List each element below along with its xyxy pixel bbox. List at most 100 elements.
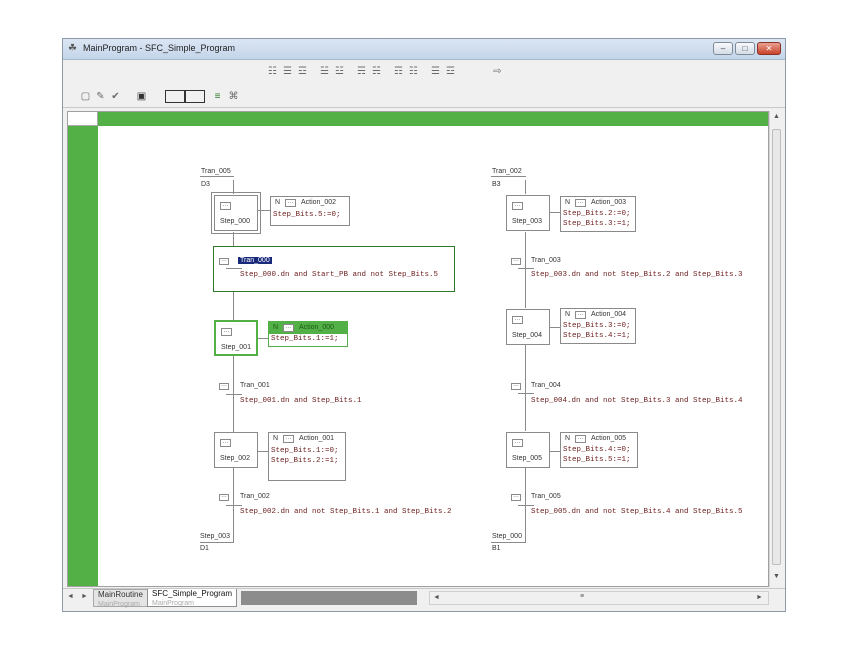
tab-overflow-area — [241, 591, 417, 605]
new-step-icon[interactable]: ☷ — [268, 66, 277, 77]
step-000[interactable]: … Step_000 — [211, 192, 261, 234]
simultaneous-branch-icon[interactable]: ☴ — [357, 66, 366, 77]
step-transition-icon[interactable]: ☰ — [283, 66, 292, 77]
step-005[interactable]: … Step_005 — [506, 432, 550, 468]
action-qualifier: N — [565, 311, 571, 318]
tag-icon[interactable]: ≡ — [214, 91, 221, 102]
step-expand-icon[interactable]: … — [220, 439, 231, 447]
transition-expand-icon[interactable]: … — [511, 493, 521, 501]
action-000[interactable]: N … Action_000 Step_Bits.1:=1; — [268, 321, 348, 347]
transition-expression[interactable]: Step_003.dn and not Step_Bits.2 and Step… — [531, 271, 743, 279]
tab-sublabel: MainProgram — [152, 600, 195, 607]
transition-name[interactable]: Tran_002 — [240, 493, 270, 500]
transition-selection-frame — [213, 246, 455, 292]
step-expand-icon[interactable]: … — [221, 328, 232, 336]
transition-expression[interactable]: Step_002.dn and not Step_Bits.1 and Step… — [240, 508, 452, 516]
sfc-element-toolbar: ☷ ☰ ☲ ☱ ☳ ☴ ☵ ☶ ☷ ☰ ☲ ⇨ — [63, 60, 785, 84]
action-statement: Step_Bits.3:=1; — [563, 220, 631, 228]
action-icon[interactable]: ☰ — [431, 66, 440, 77]
tab-sfc-simple-program[interactable]: SFC_Simple_Program MainProgram — [147, 589, 238, 607]
transition-icon[interactable]: ☲ — [298, 66, 307, 77]
action-qualifier: N — [273, 324, 279, 331]
action-statement: Step_Bits.5:=0; — [273, 211, 341, 219]
selection-branch-icon[interactable]: ☱ — [320, 66, 329, 77]
step-expand-icon[interactable]: … — [512, 316, 523, 324]
transition-name[interactable]: Tran_001 — [240, 382, 270, 389]
step-name: Step_002 — [220, 455, 250, 462]
minimize-button[interactable]: – — [713, 42, 733, 55]
new-sel-branch-icon[interactable]: ☳ — [335, 66, 344, 77]
transition-name[interactable]: Tran_004 — [531, 382, 561, 389]
step-expand-icon[interactable]: … — [512, 202, 523, 210]
accept-edits-icon[interactable]: ✔ — [111, 91, 120, 102]
wire — [525, 180, 526, 194]
stop-icon[interactable]: ☶ — [394, 66, 403, 77]
transition-expand-icon[interactable]: … — [511, 257, 521, 265]
action-expand-icon[interactable]: … — [285, 199, 296, 207]
close-button[interactable]: ✕ — [757, 42, 781, 55]
scroll-grip-icon[interactable]: ≡ — [580, 593, 585, 600]
transition-expression[interactable]: Step_004.dn and not Step_Bits.3 and Step… — [531, 397, 743, 405]
step-name: Step_000 — [220, 218, 250, 225]
edit-icon[interactable]: ✎ — [96, 91, 105, 102]
text-box-icon[interactable]: ☲ — [446, 66, 455, 77]
transition-name[interactable]: Tran_000 — [238, 257, 272, 264]
tab-right-icon[interactable]: ► — [81, 593, 88, 600]
start-wire-ref: D3 — [201, 181, 210, 188]
action-003[interactable]: N … Action_003 Step_Bits.2:=0; Step_Bits… — [560, 196, 636, 232]
wire — [226, 394, 242, 395]
start-wire-ref: B3 — [492, 181, 501, 188]
step-expand-icon[interactable]: … — [512, 439, 523, 447]
end-wire-ref: D1 — [200, 545, 209, 552]
transition-expand-icon[interactable]: … — [219, 257, 229, 265]
action-005[interactable]: N … Action_005 Step_Bits.4:=0; Step_Bits… — [560, 432, 638, 468]
verify-icon[interactable]: ▢ — [80, 91, 91, 102]
transition-name[interactable]: Tran_005 — [531, 493, 561, 500]
new-sim-branch-icon[interactable]: ☵ — [372, 66, 381, 77]
scroll-right-icon[interactable]: ► — [756, 594, 763, 601]
scroll-up-icon[interactable]: ▲ — [773, 113, 780, 120]
step-expand-icon[interactable]: … — [220, 202, 231, 210]
action-expand-icon[interactable]: … — [575, 199, 586, 207]
wire — [518, 268, 534, 269]
transition-expression[interactable]: Step_000.dn and Start_PB and not Step_Bi… — [240, 271, 439, 279]
transition-expression[interactable]: Step_005.dn and not Step_Bits.4 and Step… — [531, 508, 743, 516]
tab-mainroutine[interactable]: MainRoutine MainProgram — [93, 589, 148, 608]
step-003[interactable]: … Step_003 — [506, 195, 550, 231]
action-expand-icon[interactable]: … — [575, 435, 586, 443]
step-001[interactable]: … Step_001 — [214, 320, 258, 356]
window-title: MainProgram - SFC_Simple_Program — [83, 43, 236, 53]
action-expand-icon[interactable]: … — [283, 435, 294, 443]
arrow-icon[interactable]: ⇨ — [493, 66, 502, 77]
transition-name[interactable]: Tran_003 — [531, 257, 561, 264]
step-002[interactable]: … Step_002 — [214, 432, 258, 468]
transition-expand-icon[interactable]: … — [219, 493, 229, 501]
transition-expression[interactable]: Step_001.dn and Step_Bits.1 — [240, 397, 362, 405]
horizontal-scrollbar[interactable]: ◄ ≡ ► — [429, 591, 769, 605]
sfc-canvas[interactable] — [67, 111, 769, 587]
maximize-button[interactable]: □ — [735, 42, 755, 55]
hierarchy-icon[interactable]: ⌘ — [228, 91, 239, 102]
action-expand-icon[interactable]: … — [575, 311, 586, 319]
step-name: Step_003 — [512, 218, 542, 225]
action-statement: Step_Bits.2:=0; — [563, 210, 631, 218]
wire — [525, 468, 526, 536]
tab-left-icon[interactable]: ◄ — [67, 593, 74, 600]
action-002[interactable]: N … Action_002 Step_Bits.5:=0; — [270, 196, 350, 226]
step-004[interactable]: … Step_004 — [506, 309, 550, 345]
action-004[interactable]: N … Action_004 Step_Bits.3:=0; Step_Bits… — [560, 308, 636, 344]
transition-expand-icon[interactable]: … — [219, 382, 229, 390]
view-split-icon[interactable] — [185, 90, 205, 103]
vertical-scrollbar[interactable]: ▲ ▼ — [769, 111, 783, 587]
action-expand-icon[interactable]: … — [283, 324, 294, 332]
view-single-icon[interactable] — [165, 90, 185, 103]
transition-expand-icon[interactable]: … — [511, 382, 521, 390]
scroll-left-icon[interactable]: ◄ — [433, 594, 440, 601]
scroll-down-icon[interactable]: ▼ — [773, 573, 780, 580]
properties-icon[interactable]: ▣ — [136, 91, 147, 102]
subroutine-icon[interactable]: ☷ — [409, 66, 418, 77]
action-statement: Step_Bits.4:=0; — [563, 446, 631, 454]
vertical-scroll-thumb[interactable] — [772, 129, 781, 565]
start-wire-name: Tran_005 — [201, 168, 231, 175]
action-001[interactable]: N … Action_001 Step_Bits.1:=0; Step_Bits… — [268, 432, 346, 481]
